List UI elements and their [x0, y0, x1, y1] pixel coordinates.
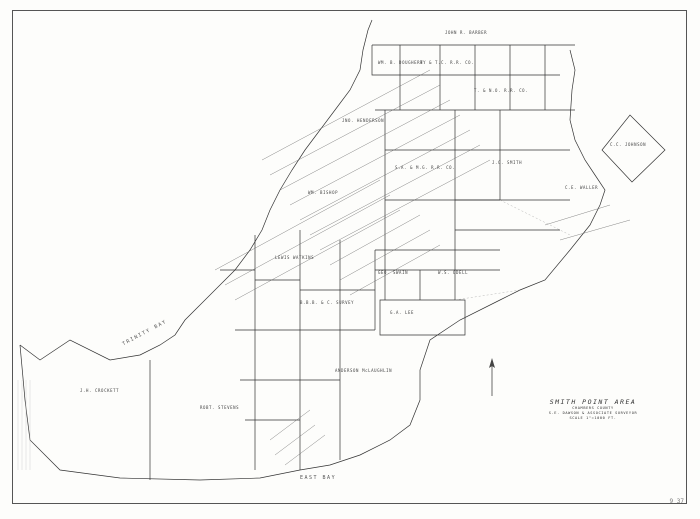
tract-label: ANDERSON McLAUGHLIN: [335, 368, 393, 373]
tract-label: WM. BISHOP: [308, 190, 339, 195]
water-label: EAST BAY: [300, 475, 337, 481]
east-shoreline: [299, 49, 606, 471]
north-arrow-icon: [489, 358, 495, 396]
tract-label: WM. B. DOUGHERTY: [378, 60, 427, 65]
map-border: [12, 10, 687, 504]
coastline: [19, 19, 373, 361]
tract-label: J.C. SMITH: [492, 160, 523, 165]
county-name: CHAMBERS COUNTY: [572, 406, 614, 410]
surveyor-line: S.E. DAWSON & ASSOCIATE SURVEYOR: [548, 411, 638, 415]
tract-label: C.C. JOHNSON: [610, 142, 647, 147]
sheet-number: 9 37: [669, 498, 684, 505]
tract-label: JNO. HENDERSON: [342, 118, 385, 123]
tract-label: J.H. CROCKETT: [80, 388, 120, 393]
tract-label: GEO. SWAIN: [378, 270, 409, 275]
tract-label: W.S. ODELL: [438, 270, 469, 275]
tract-label: H. & T.C. R.R. CO.: [420, 60, 475, 65]
diamond-parcel: [601, 114, 666, 183]
map-scale: SCALE 1"=1000 FT.: [569, 416, 617, 420]
map-title: SMITH POINT AREA: [549, 398, 637, 406]
tract-label: G.A. LEE: [390, 310, 415, 315]
tract-label: JOHN R. BARBER: [445, 30, 488, 35]
tract-label: B.B.B. & C. SURVEY: [300, 300, 355, 305]
tract-label: C.E. WALLER: [565, 185, 599, 190]
tract-label: S.A. & M.G. R.R. CO.: [395, 165, 456, 170]
title-block: SMITH POINT AREA CHAMBERS COUNTY S.E. DA…: [538, 398, 648, 421]
tract-label: T. & N.O. R.R. CO.: [474, 88, 529, 93]
tract-label: LEWIS WATKINS: [275, 255, 315, 260]
tract-label: ROBT. STEVENS: [200, 405, 240, 410]
